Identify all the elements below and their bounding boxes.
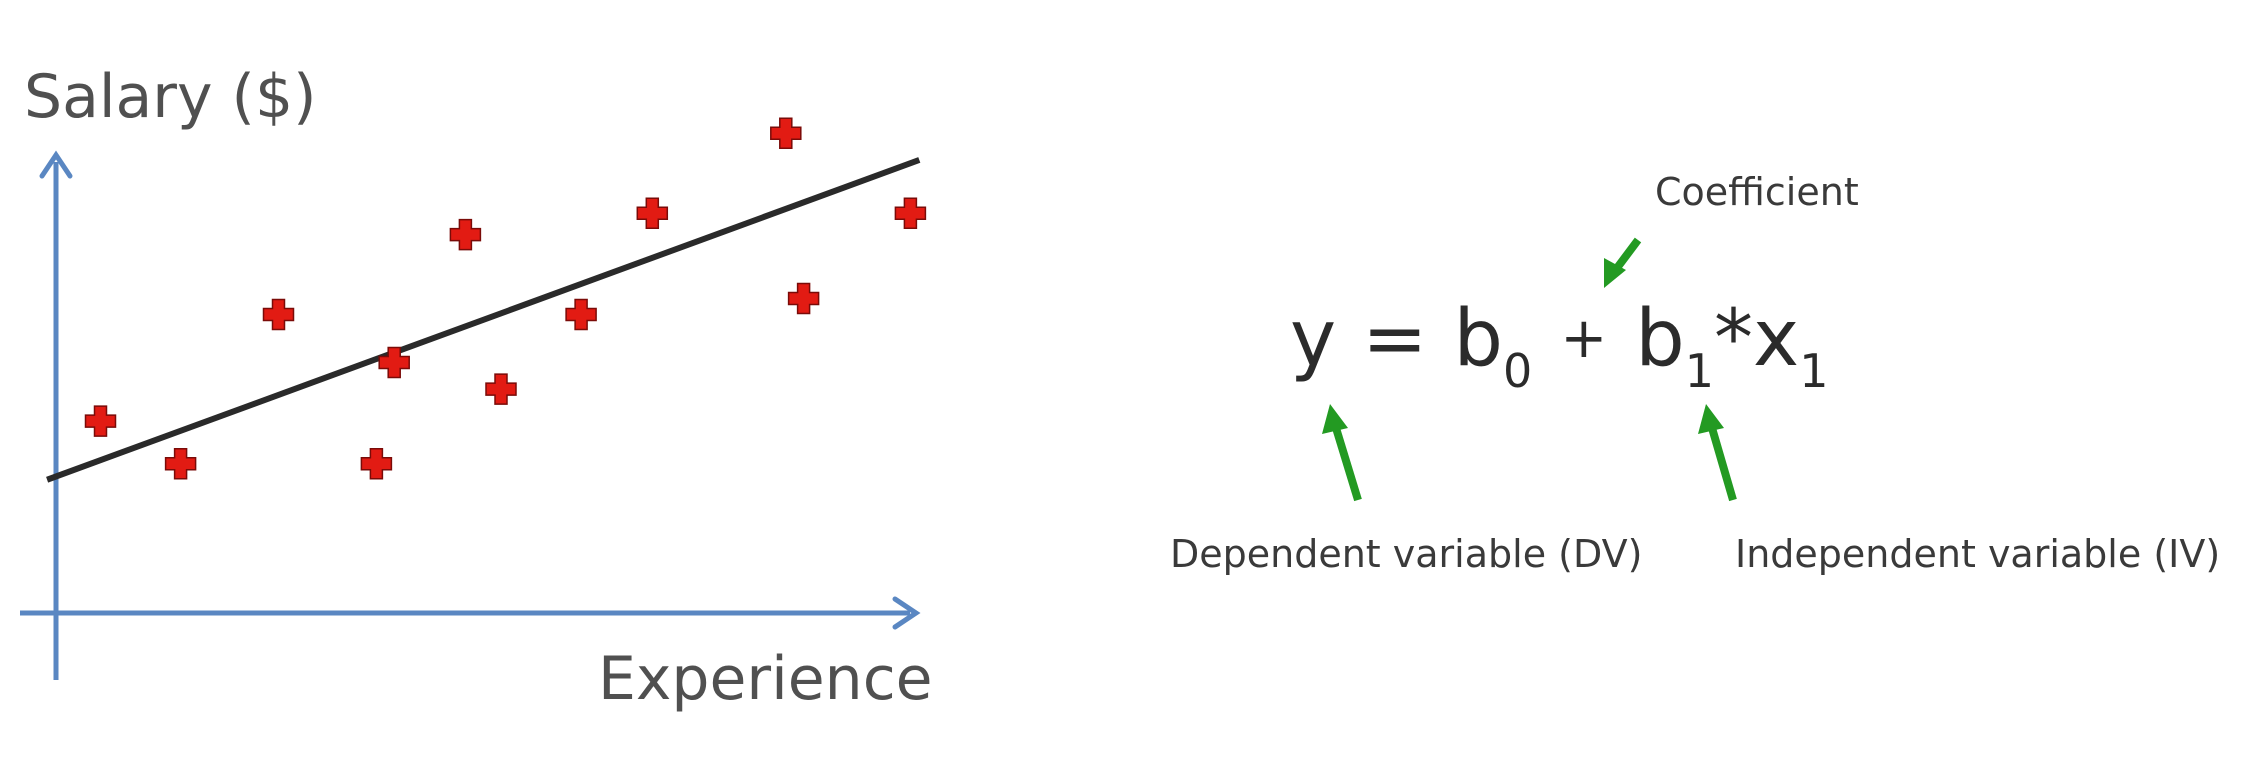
dependent-variable-label: Dependent variable (DV)	[1170, 532, 1643, 576]
iv-arrow-icon	[1698, 404, 1737, 502]
data-point-11	[787, 282, 820, 315]
data-point-10	[770, 117, 802, 150]
eq-b0-subscript: 0	[1503, 344, 1533, 398]
eq-b1-subscript: 1	[1684, 344, 1715, 398]
regression-line-group	[46, 157, 921, 483]
regression-equation: y=b0+b1*x1	[1290, 300, 1829, 394]
y-axis-arrowhead	[39, 150, 73, 179]
independent-variable-label: Independent variable (IV)	[1735, 532, 2221, 576]
data-point-2	[164, 448, 197, 480]
x-axis-arrowhead	[892, 596, 921, 630]
eq-y: y	[1290, 294, 1337, 384]
coefficient-arrow-icon	[1604, 237, 1642, 288]
eq-b0: b	[1453, 294, 1504, 384]
data-point-9	[636, 197, 669, 229]
data-point-12	[894, 197, 927, 229]
eq-equals: =	[1362, 294, 1428, 384]
eq-b1: b	[1635, 294, 1685, 384]
eq-plus: +	[1560, 306, 1608, 371]
data-point-1	[84, 405, 117, 437]
data-point-4	[360, 448, 393, 480]
data-point-8	[565, 298, 597, 331]
x-axis-label: Experience	[598, 644, 933, 714]
data-point-3	[262, 298, 295, 331]
coefficient-label: Coefficient	[1655, 170, 1859, 214]
data-point-6	[449, 218, 482, 251]
scatter-plot	[20, 117, 927, 680]
y-axis-label: Salary ($)	[24, 62, 317, 132]
eq-times-x: *x	[1714, 294, 1800, 384]
data-points	[84, 117, 927, 480]
data-point-5	[378, 346, 410, 379]
dv-arrow-icon	[1322, 404, 1362, 502]
axes	[20, 150, 921, 680]
regression-line	[46, 157, 921, 483]
eq-x1-subscript: 1	[1799, 344, 1829, 398]
data-point-7	[485, 373, 517, 405]
